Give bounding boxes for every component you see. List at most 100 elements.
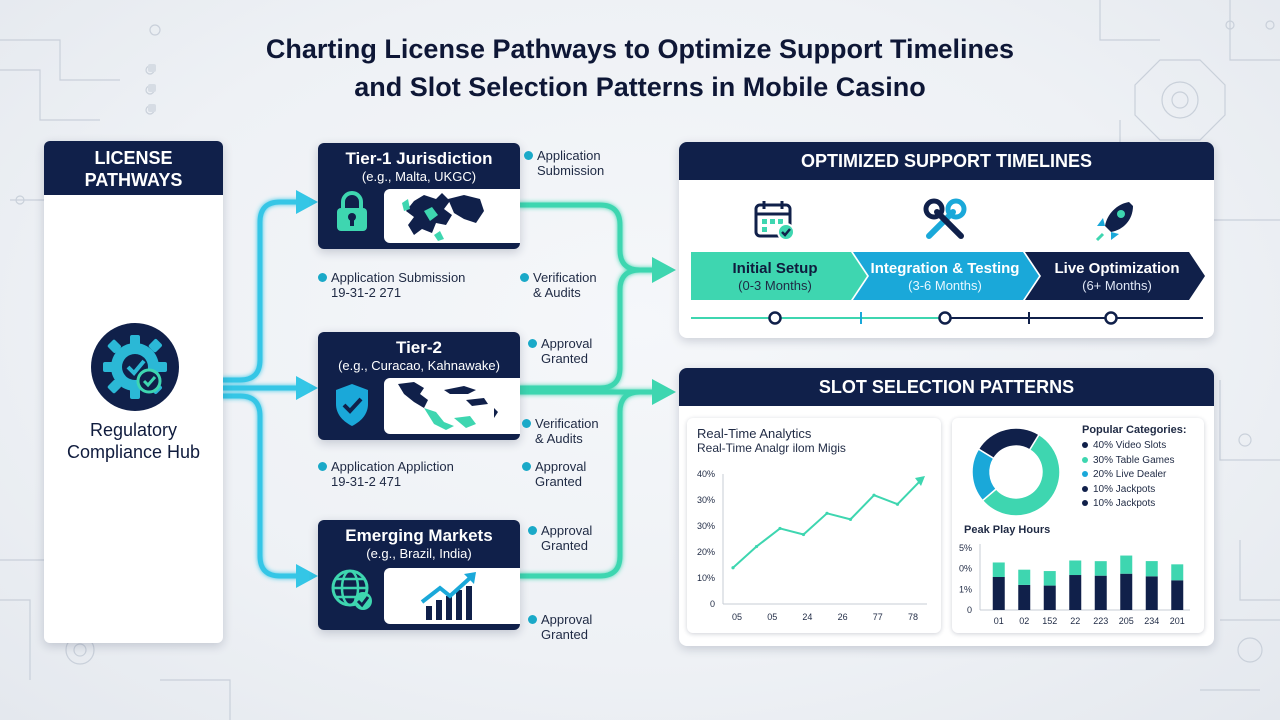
bar-y-tick-label: 1% <box>959 584 972 594</box>
gear-check-icon <box>91 323 179 411</box>
arrowhead-slots <box>652 379 676 405</box>
legend-swatch <box>1082 442 1088 448</box>
peak-bar-segment-base <box>1043 585 1056 610</box>
bar-x-tick-label: 205 <box>1119 616 1134 626</box>
hub-label-line-2: Compliance Hub <box>66 442 201 462</box>
phase3-label: Live Optimization (6+ Months) <box>1054 260 1180 293</box>
connector-tier2-to-timeline <box>517 267 643 391</box>
lock-icon <box>337 191 367 231</box>
arrowhead-tier1 <box>296 190 318 214</box>
connector-hub-to-tier3 <box>220 393 303 579</box>
category-legend-item: 10% Jackpots <box>1082 498 1155 509</box>
tier2-subtitle: (e.g., Curacao, Kahnawake) <box>338 358 500 373</box>
category-legend-item: 20% Live Dealer <box>1082 469 1166 480</box>
peak-bar-segment-base <box>1145 576 1158 610</box>
bar-x-tick-label: 01 <box>994 616 1004 626</box>
rocket-icon <box>1095 202 1133 242</box>
caribbean-map <box>384 378 520 434</box>
emerging-markets-title: Emerging Markets <box>345 526 493 545</box>
bar-y-tick-label: 0% <box>959 564 972 574</box>
phase1-label: Initial Setup (0-3 Months) <box>732 260 818 293</box>
support-timelines-panel: OPTIMIZED SUPPORT TIMELINES Initial Setu… <box>679 142 1214 338</box>
analytics-data-point <box>778 526 782 531</box>
emerging-markets-card: Emerging Markets (e.g., Brazil, India) <box>318 520 520 630</box>
peak-bar-segment-base <box>1120 573 1133 610</box>
analytics-data-point <box>731 566 735 570</box>
calendar-icon <box>754 201 795 241</box>
connector-tier1-to-timeline <box>517 202 658 273</box>
peak-bar-segment-top <box>1069 560 1082 576</box>
peak-bar-segment-base <box>992 577 1005 610</box>
line-y-tick-label: 10% <box>697 573 715 583</box>
bar-x-tick-label: 02 <box>1019 616 1029 626</box>
line-y-tick-label: 0 <box>710 599 715 609</box>
analytics-data-point <box>801 532 806 537</box>
line-x-tick-label: 77 <box>873 612 883 622</box>
title-line-2: and Slot Selection Patterns in Mobile Ca… <box>354 72 926 102</box>
legend-swatch <box>1082 471 1088 478</box>
tier1-subtitle: (e.g., Malta, UKGC) <box>361 169 477 184</box>
categories-donut-chart <box>971 427 1061 517</box>
peak-bar-segment-base <box>1171 580 1184 610</box>
donut-slice <box>981 433 1061 517</box>
analytics-arrowhead <box>915 476 925 487</box>
bar-y-tick-label: 5% <box>959 543 972 553</box>
peak-bar-segment-top <box>1043 571 1056 586</box>
emerging-markets-subtitle: (e.g., Brazil, India) <box>366 546 472 561</box>
header-line-1: LICENSE <box>94 148 173 168</box>
regulatory-compliance-hub-label: Regulatory Compliance Hub <box>44 419 223 463</box>
line-x-tick-label: 78 <box>908 612 918 622</box>
peak-bar-segment-base <box>1094 575 1107 610</box>
analytics-data-point <box>872 493 876 497</box>
analytics-series-line <box>732 479 922 569</box>
phase1-chevron <box>691 252 867 300</box>
bar-x-tick-label: 201 <box>1170 616 1185 626</box>
tier2-card: Tier-2 (e.g., Curacao, Kahnawake) <box>318 332 520 440</box>
header-line-2: PATHWAYS <box>84 170 183 190</box>
line-x-tick-label: 05 <box>732 612 742 622</box>
analytics-title: Real-Time Analytics <box>697 426 812 441</box>
line-y-tick-label: 30% <box>697 521 715 531</box>
hub-label-line-1: Regulatory <box>89 420 178 440</box>
analytics-data-point <box>825 511 829 515</box>
legend-label: 10% Jackpots <box>1093 483 1156 495</box>
categories-title: Popular Categories: <box>1082 424 1187 436</box>
arrowhead-timeline <box>652 257 676 283</box>
line-y-tick-label: 40% <box>697 469 715 479</box>
arrowhead-tier3 <box>296 564 318 588</box>
legend-swatch <box>1082 500 1088 507</box>
line-x-tick-label: 26 <box>838 612 848 622</box>
analytics-data-point <box>848 517 853 521</box>
main-title: Charting License Pathways to Optimize Su… <box>140 30 1140 106</box>
shield-check-icon <box>336 384 368 426</box>
peak-bar-segment-top <box>1120 555 1133 574</box>
note-tier2-verification: Verification& Audits <box>522 416 599 446</box>
timeline-progress-track <box>691 311 1203 325</box>
category-legend-item: 40% Video Slots <box>1082 440 1166 451</box>
legend-label: 10% Jackpots <box>1093 498 1156 510</box>
category-legend-item: 30% Table Games <box>1082 455 1175 466</box>
arrowhead-tier2 <box>296 376 318 400</box>
line-y-tick-label: 30% <box>697 495 715 505</box>
line-y-tick-label: 20% <box>697 547 715 557</box>
bar-x-tick-label: 234 <box>1144 616 1159 626</box>
growth-chart-area <box>384 568 520 624</box>
peak-bar-segment-top <box>1094 561 1107 576</box>
peak-play-hours-title: Peak Play Hours <box>964 524 1051 536</box>
bar-x-tick-label: 223 <box>1093 616 1108 626</box>
connector-hub-to-tier1 <box>220 199 303 383</box>
note-tier1-verification: Verification& Audits <box>520 270 597 300</box>
legend-label: 30% Table Games <box>1093 454 1175 466</box>
analytics-data-point <box>754 544 759 549</box>
legend-label: 40% Video Slots <box>1093 440 1167 451</box>
phase3-chevron <box>1025 252 1205 300</box>
